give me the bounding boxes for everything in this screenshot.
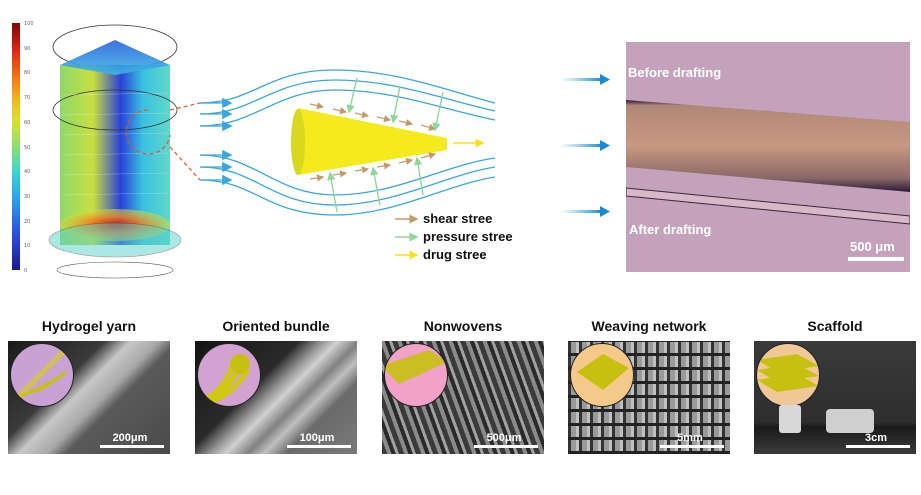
inset-circle bbox=[384, 343, 448, 407]
inset-circle bbox=[570, 343, 634, 407]
legend-drug-label: drug stree bbox=[423, 247, 487, 262]
colorbar-tick: 90 bbox=[24, 45, 31, 52]
pressure-arrows bbox=[327, 77, 444, 213]
scale-label: 100μm bbox=[299, 432, 335, 444]
panel-title: Oriented bundle bbox=[222, 318, 330, 334]
panel-title: Weaving network bbox=[591, 318, 707, 334]
inflow-arrows bbox=[560, 74, 610, 217]
colorbar-tick: 70 bbox=[24, 95, 31, 102]
inset-circle bbox=[10, 343, 74, 407]
colorbar-tick: 60 bbox=[24, 119, 31, 126]
colorbar-tick: 100 bbox=[24, 21, 34, 27]
fiber-after bbox=[626, 187, 910, 225]
colorbar-tick: 40 bbox=[24, 169, 31, 176]
sem-image: 500μm bbox=[382, 341, 544, 454]
scale-bar bbox=[660, 445, 724, 448]
colorbar-tick: 80 bbox=[24, 70, 31, 77]
scale-label: 500 μm bbox=[850, 239, 895, 254]
scale-label: 3cm bbox=[864, 432, 888, 444]
scale-bar bbox=[474, 445, 538, 448]
scaffold-long bbox=[826, 409, 874, 433]
micrograph: Before drafting After drafting 500 μm bbox=[626, 42, 910, 272]
sem-image: 5mm bbox=[568, 341, 730, 454]
panel-title: Hydrogel yarn bbox=[41, 318, 137, 334]
before-drafting-label: Before drafting bbox=[628, 65, 722, 80]
legend-shear-label: shear stree bbox=[423, 211, 493, 226]
scaffold-short bbox=[779, 405, 801, 433]
colorbar-tick: 30 bbox=[24, 193, 31, 200]
colorbar-tick: 10 bbox=[24, 243, 31, 250]
colorbar-tick: 0 bbox=[24, 268, 28, 274]
cylinder-simulation bbox=[48, 24, 200, 279]
scale-label: 5mm bbox=[677, 432, 703, 444]
zoom-circle bbox=[125, 109, 171, 155]
flow-lines bbox=[199, 69, 496, 216]
flow-diagram bbox=[199, 69, 496, 260]
inset-circle bbox=[197, 343, 261, 407]
scale-bar bbox=[100, 445, 164, 448]
colorbar-tick: 50 bbox=[24, 144, 31, 151]
colorbar bbox=[12, 23, 20, 270]
sem-image: 3cm bbox=[754, 341, 916, 454]
legend-pressure-label: pressure stree bbox=[423, 229, 513, 244]
panel-title: Nonwovens bbox=[423, 318, 503, 334]
scale-bar bbox=[287, 445, 351, 448]
panel-title: Scaffold bbox=[807, 318, 863, 334]
scale-label: 500μm bbox=[486, 432, 522, 444]
sem-image: 100μm bbox=[195, 341, 357, 454]
scale-label: 200μm bbox=[112, 432, 148, 444]
sem-image: 200μm bbox=[8, 341, 170, 454]
inset-circle bbox=[756, 343, 820, 407]
fiber-before bbox=[626, 100, 910, 192]
scale-bar bbox=[848, 257, 904, 261]
colorbar-tick: 20 bbox=[24, 218, 31, 225]
after-drafting-label: After drafting bbox=[629, 222, 712, 237]
fiber-cone bbox=[298, 108, 447, 175]
scale-bar bbox=[846, 445, 910, 448]
